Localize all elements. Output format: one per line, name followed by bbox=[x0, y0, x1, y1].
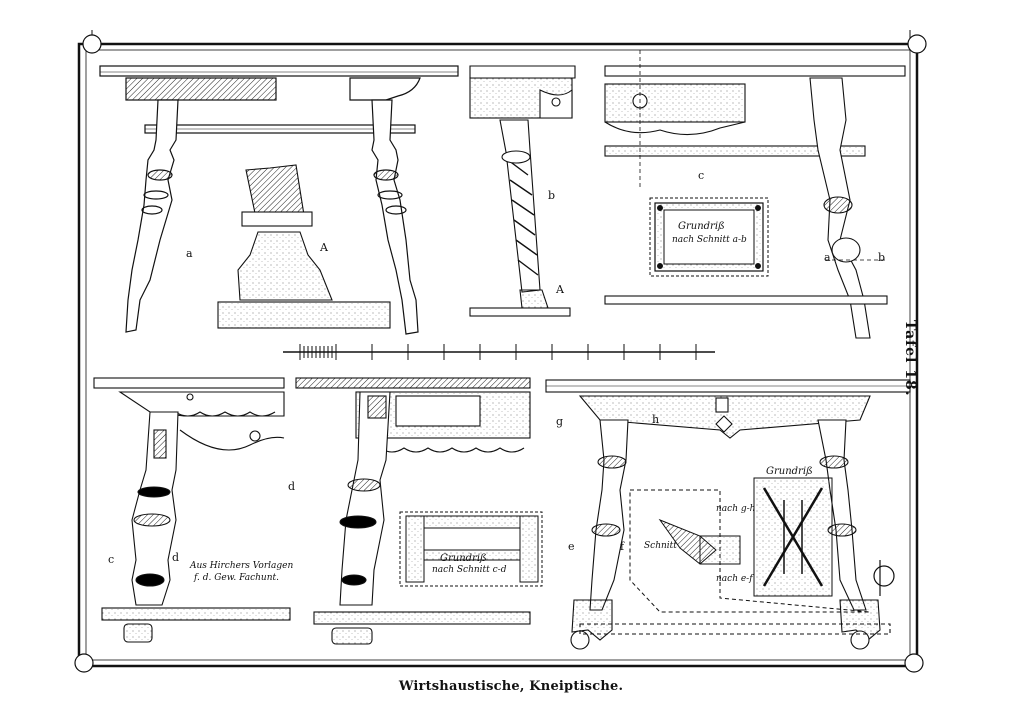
plate-caption: Wirtshaustische, Kneiptische. bbox=[398, 679, 624, 694]
label-a: a bbox=[186, 247, 193, 260]
drawing-c-section bbox=[604, 50, 906, 339]
credit-line-2: f. d. Gew. Fachunt. bbox=[194, 573, 279, 583]
note-nach-gh: nach g-h bbox=[716, 504, 756, 514]
grundriss-cd-subtitle: nach Schnitt c-d bbox=[432, 565, 507, 575]
label-section-b: b bbox=[878, 251, 886, 264]
grundriss-ab-plan bbox=[649, 197, 769, 277]
plate-number: Tafel 18. bbox=[902, 320, 918, 397]
label-section-e: e bbox=[568, 540, 575, 553]
grundriss-3-title: Grundriß bbox=[766, 466, 813, 477]
label-section-d: d bbox=[172, 551, 180, 564]
label-section-a: a bbox=[824, 251, 831, 264]
detail-a-joint bbox=[217, 164, 391, 329]
note-schnitt: Schnitt bbox=[644, 541, 677, 551]
label-section-c: c bbox=[108, 553, 115, 566]
grundriss-cd-plan bbox=[399, 511, 543, 587]
grundriss-3-plan bbox=[629, 477, 871, 613]
note-nach-ef: nach e-f bbox=[716, 574, 753, 584]
monogram-kr bbox=[873, 560, 895, 596]
label-c: c bbox=[698, 169, 705, 182]
grundriss-cd-title: Grundriß bbox=[440, 553, 487, 564]
drawing-d-table-elevation bbox=[93, 377, 291, 643]
plate-frame bbox=[74, 30, 927, 673]
label-d: d bbox=[288, 480, 296, 493]
grundriss-ab-subtitle: nach Schnitt a-b bbox=[672, 235, 747, 245]
grundriss-ab-title: Grundriß bbox=[678, 221, 725, 232]
label-detail-a2: A bbox=[556, 283, 564, 296]
label-detail-a1: A bbox=[320, 241, 328, 254]
drawing-middle-table-elevation bbox=[295, 377, 531, 645]
drawing-right-table-elevation bbox=[545, 379, 911, 650]
label-section-h: h bbox=[652, 413, 660, 426]
label-section-f: f bbox=[620, 540, 625, 553]
label-section-g: g bbox=[556, 415, 564, 428]
scale-bar bbox=[283, 344, 715, 360]
credit-line-1: Aus Hirchers Vorlagen bbox=[190, 561, 294, 571]
drawing-a-table-elevation bbox=[99, 65, 459, 335]
label-b: b bbox=[548, 189, 556, 202]
drawing-b-spiral-leg bbox=[469, 65, 576, 317]
